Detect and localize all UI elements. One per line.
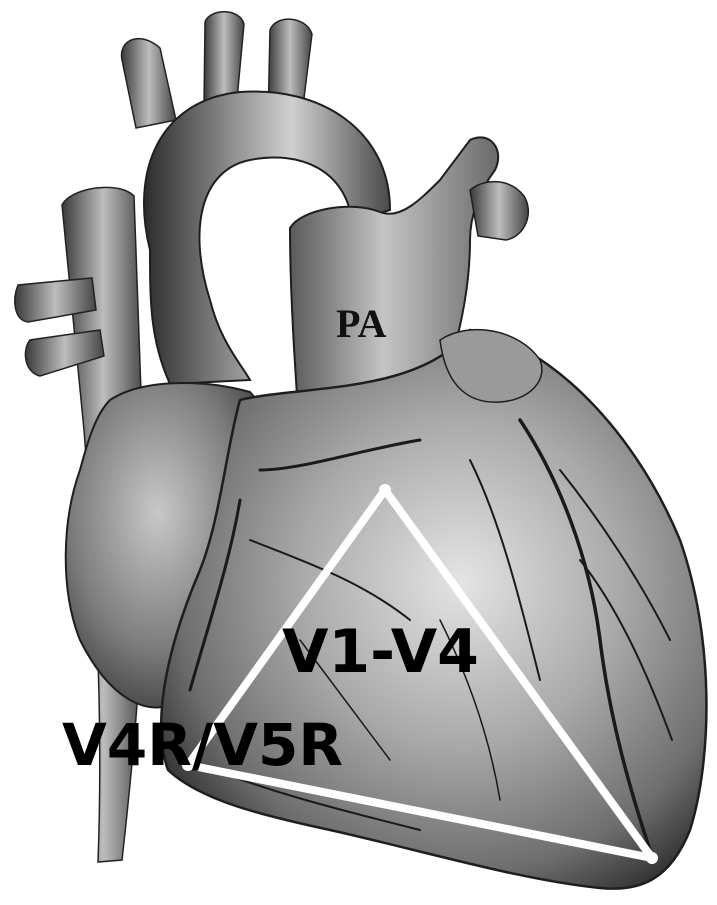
label-v4r-v5r: V4R/V5R <box>62 711 343 779</box>
pulmonary-artery-branch <box>470 182 528 240</box>
label-v1-v4: V1-V4 <box>282 617 479 687</box>
triangle-vertex-right <box>646 852 658 864</box>
triangle-vertex-top <box>379 484 391 496</box>
label-pa: PA <box>336 301 386 346</box>
